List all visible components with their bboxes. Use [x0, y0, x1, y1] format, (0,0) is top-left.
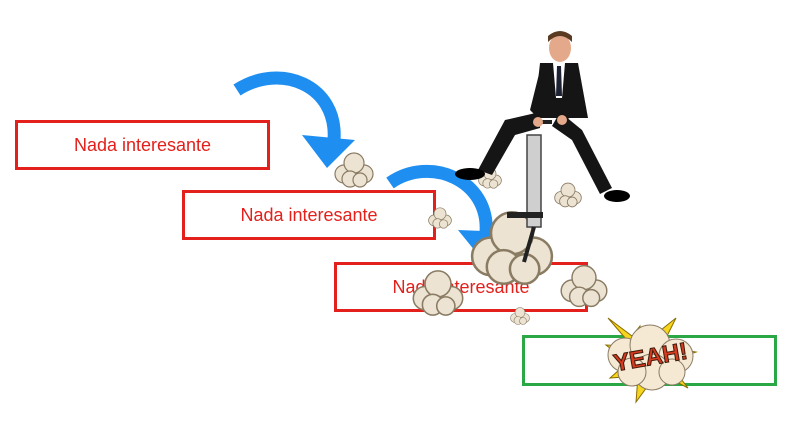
step-box-1: Nada interesante	[15, 120, 270, 170]
smoke-puff-icon	[334, 152, 374, 188]
step-box-2: Nada interesante	[182, 190, 436, 240]
step-label-3: Nada interesante	[392, 276, 530, 297]
smoke-puff-icon	[554, 182, 582, 208]
pogo-man-figure	[455, 31, 630, 263]
step-box-4-success	[522, 335, 777, 386]
step-label-2: Nada interesante	[240, 204, 378, 225]
smoke-puff-icon	[478, 167, 502, 189]
step-box-3: Nada interesante	[334, 262, 588, 312]
step-label-1: Nada interesante	[73, 134, 212, 155]
